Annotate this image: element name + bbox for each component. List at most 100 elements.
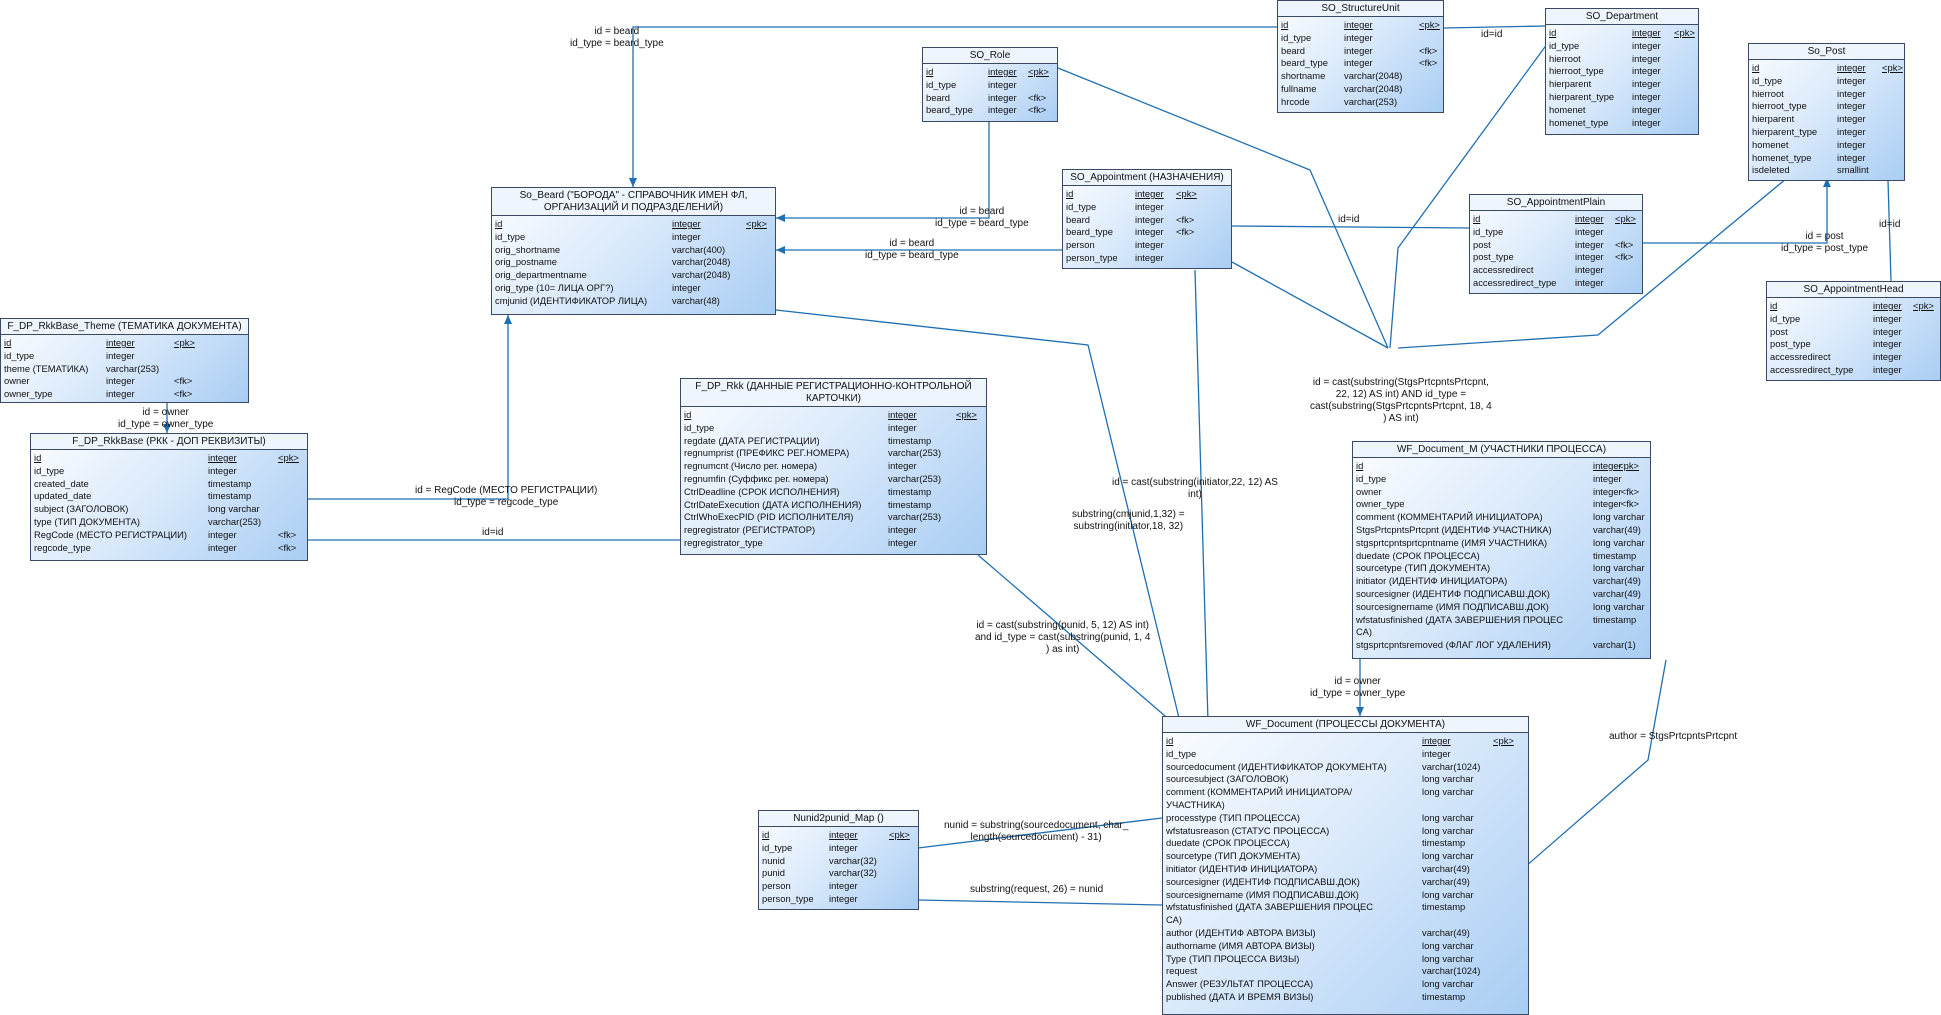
column-row[interactable]: stgsprtcpntsremoved (ФЛАГ ЛОГ УДАЛЕНИЯ)v… [1356,639,1647,652]
column-row[interactable]: duedate (СРОК ПРОЦЕССА)timestamp [1166,837,1525,850]
column-row[interactable]: processtype (ТИП ПРОЦЕССА)long varchar [1166,812,1525,825]
column-row[interactable]: sourcetype (ТИП ДОКУМЕНТА)long varchar [1356,562,1647,575]
column-row[interactable]: wfstatusfinished (ДАТА ЗАВЕРШЕНИЯ ПРОЦЕС… [1356,614,1647,627]
column-row[interactable]: regdate (ДАТА РЕГИСТРАЦИИ)timestamp [684,435,983,448]
column-row[interactable]: duedate (СРОК ПРОЦЕССА)timestamp [1356,550,1647,563]
column-row[interactable]: СА) [1166,914,1525,927]
column-row[interactable]: comment (КОММЕНТАРИЙ ИНИЦИАТОРА/long var… [1166,786,1525,799]
column-row[interactable]: CtrlDateExecution (ДАТА ИСПОЛНЕНИЯ)times… [684,499,983,512]
column-row[interactable]: regnumcnt (Число рег. номера)integer [684,460,983,473]
entity-so-beard[interactable]: So_Beard ("БОРОДА" - СПРАВОЧНИК ИМЕН ФЛ,… [491,187,776,315]
column-row[interactable]: regnumfin (Суффикс рег. номера)varchar(2… [684,473,983,486]
column-row[interactable]: initiator (ИДЕНТИФ ИНИЦИАТОРА)varchar(49… [1166,863,1525,876]
column-row[interactable]: orig_type (10= ЛИЦА ОРГ?)integer [495,282,772,295]
column-row[interactable]: CtrlDeadline (СРОК ИСПОЛНЕНИЯ)timestamp [684,486,983,499]
column-row[interactable]: authorname (ИМЯ АВТОРА ВИЗЫ)long varchar [1166,940,1525,953]
column-row[interactable]: initiator (ИДЕНТИФ ИНИЦИАТОРА)varchar(49… [1356,575,1647,588]
column-row[interactable]: theme (ТЕМАТИКА)varchar(253) [4,363,245,376]
column-row[interactable]: sourcesignername (ИМЯ ПОДПИСАВШ.ДОК)long… [1166,889,1525,902]
column-row[interactable]: УЧАСТНИКА) [1166,799,1525,812]
column-row[interactable]: regnumprist (ПРЕФИКС РЕГ.НОМЕРА)varchar(… [684,447,983,460]
column-row[interactable]: type (ТИП ДОКУМЕНТА)varchar(253) [34,516,304,529]
column-row[interactable]: wfstatusfinished (ДАТА ЗАВЕРШЕНИЯ ПРОЦЕС… [1166,901,1525,914]
column-row[interactable]: comment (КОММЕНТАРИЙ ИНИЦИАТОРА)long var… [1356,511,1647,524]
entity-f-dp-rkk[interactable]: F_DP_Rkk (ДАННЫЕ РЕГИСТРАЦИОННО-КОНТРОЛЬ… [680,378,987,555]
entity-f-dp-rkkbase-theme[interactable]: F_DP_RkkBase_Theme (ТЕМАТИКА ДОКУМЕНТА)i… [0,318,249,403]
column-row[interactable]: Type (ТИП ПРОЦЕССА ВИЗЫ)long varchar [1166,953,1525,966]
column-row[interactable]: СА) [1356,626,1647,639]
column-row[interactable]: sourcetype (ТИП ДОКУМЕНТА)long varchar [1166,850,1525,863]
column-row[interactable]: CtrlWhoExecPID (PID ИСПОЛНИТЕЛЯ)varchar(… [684,511,983,524]
column-row[interactable]: cmjunid (ИДЕНТИФИКАТОР ЛИЦА)varchar(48) [495,295,772,308]
column-row[interactable]: sourcedocument (ИДЕНТИФИКАТОР ДОКУМЕНТА)… [1166,761,1525,774]
column-row[interactable]: RegCode (МЕСТО РЕГИСТРАЦИИ)integer<fk> [34,529,304,542]
